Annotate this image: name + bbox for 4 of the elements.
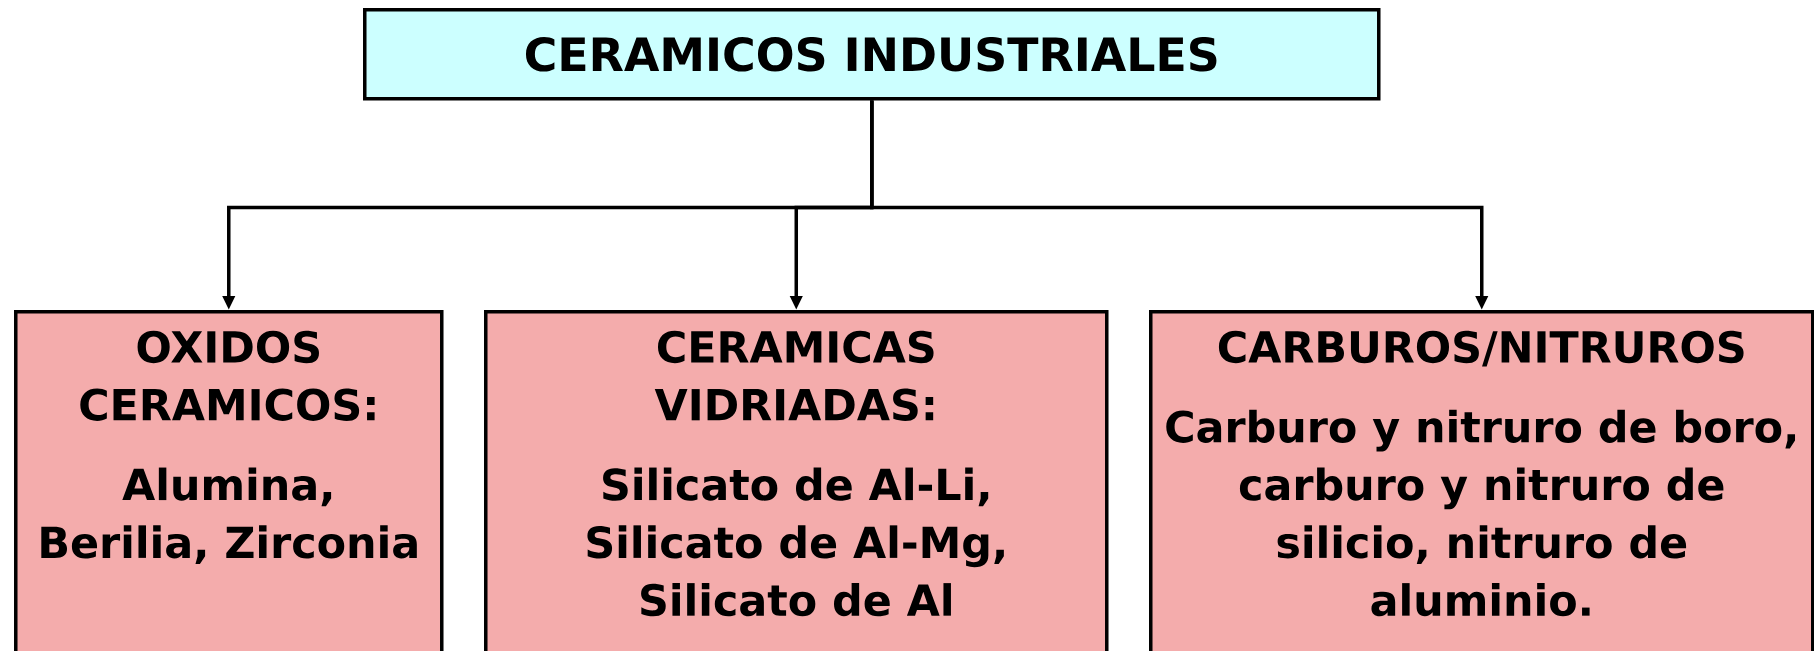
category-box: CARBUROS/NITRUROS Carburo y nitruro de boro, carburo y nitruro de silicio, nitruro de aluminio. [1149,310,1814,651]
category-box: OXIDOS CERAMICOS: Alumina, Berilia, Zirconia [14,310,444,651]
category-box: CERAMICAS VIDRIADAS: Silicato de Al-Li, Silicato de Al-Mg, Silicato de Al [484,310,1109,651]
title-box: CERAMICOS INDUSTRIALES [363,8,1381,101]
